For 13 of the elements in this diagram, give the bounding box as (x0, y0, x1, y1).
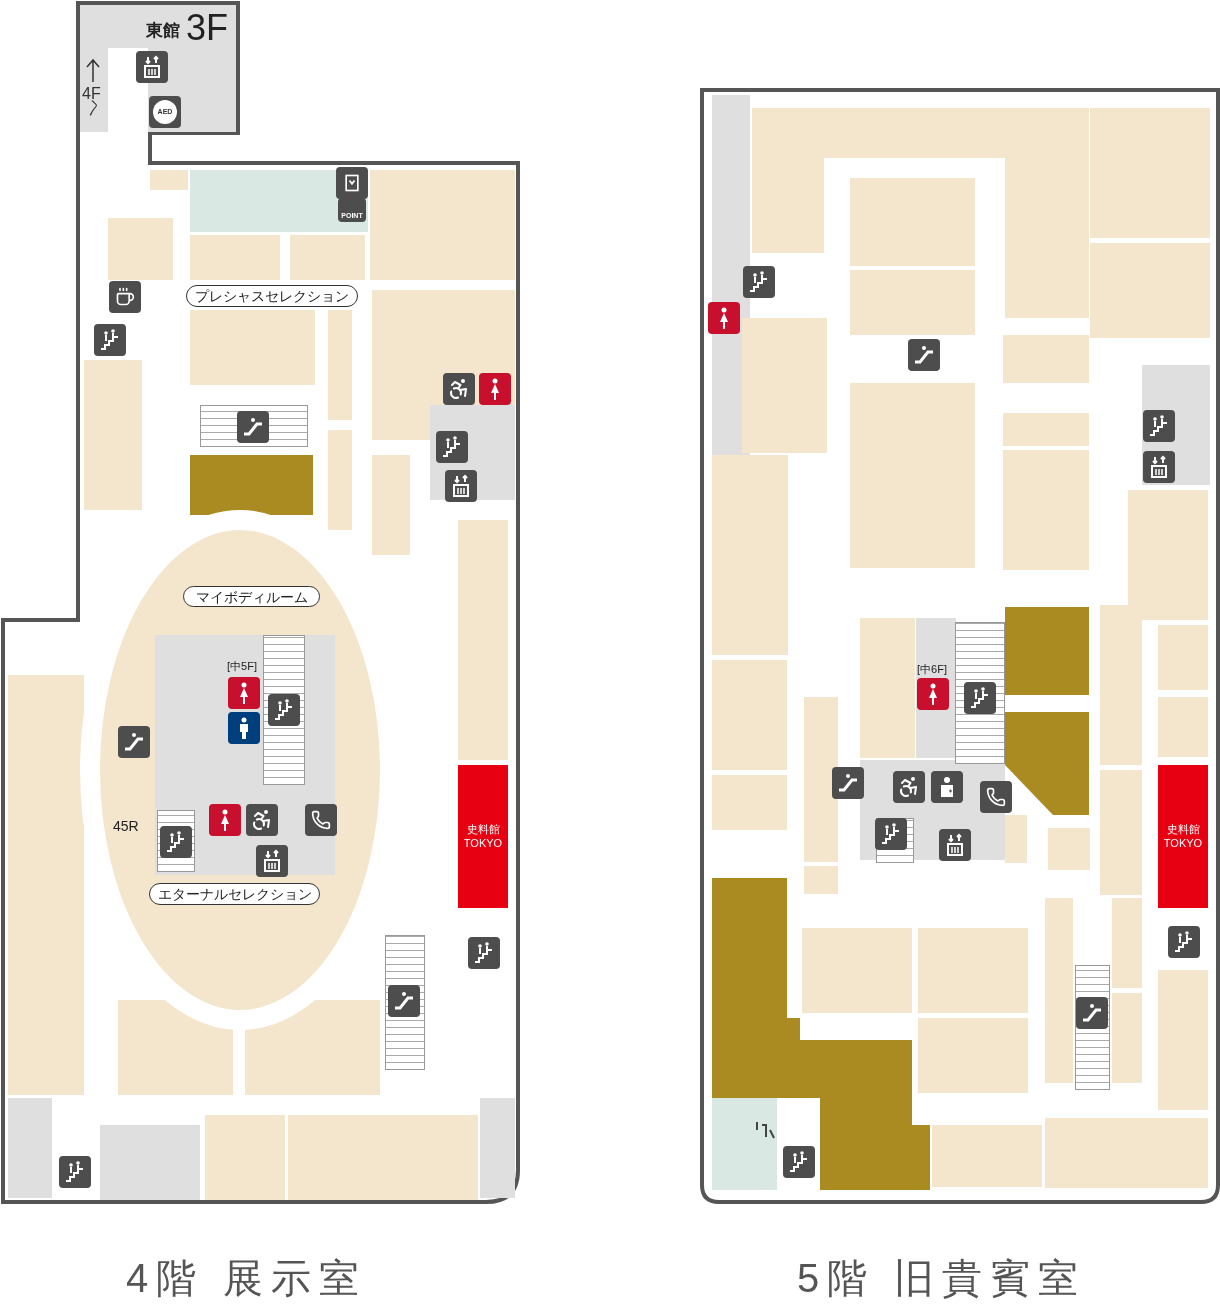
area-name-tag: マイボディルーム (183, 586, 320, 607)
area-name-tag: プレシャスセレクション (186, 285, 358, 307)
map-label: 東館 (146, 20, 180, 42)
map-label: 3F (186, 10, 228, 46)
map-label: 45R (113, 819, 139, 833)
map-label: [中5F] (227, 661, 257, 672)
archive-room: 史料館 TOKYO (1158, 765, 1208, 908)
map-label: 4階 展示室 (126, 1258, 368, 1298)
map-label: [中6F] (917, 664, 947, 675)
area-name-tag: エターナルセレクション (149, 883, 320, 905)
map-label: 5階 旧貴賓室 (797, 1258, 1087, 1298)
map-label: へ (86, 100, 102, 116)
archive-room: 史料館 TOKYO (458, 765, 508, 908)
